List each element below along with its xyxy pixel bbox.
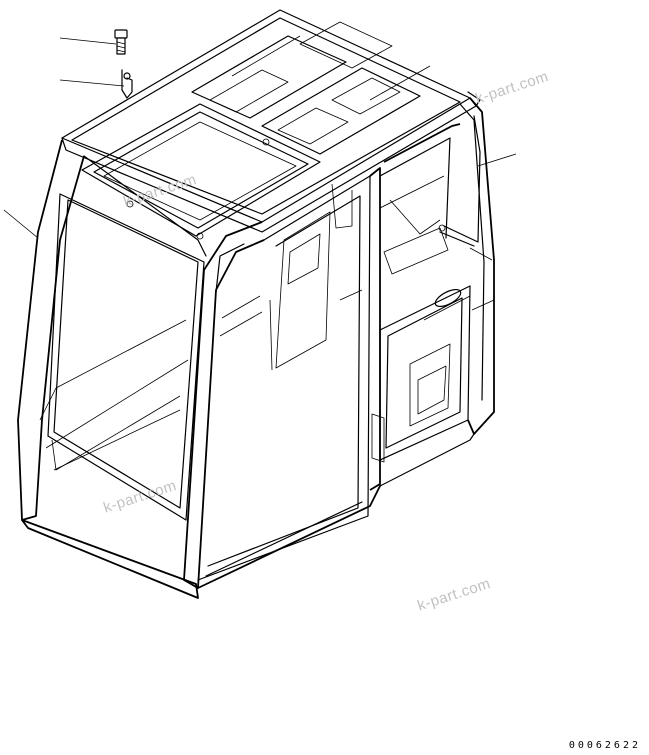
roof-frame	[61, 9, 477, 240]
right-pillar	[369, 123, 461, 491]
rear-corner	[379, 91, 495, 487]
floor-frame	[197, 413, 385, 589]
leader-lines	[3, 37, 517, 239]
drawing-number: 00062622	[568, 740, 641, 751]
right-door	[379, 285, 471, 461]
clip-part	[121, 69, 133, 99]
front-pillar	[183, 221, 265, 589]
rear-interior	[197, 175, 371, 581]
left-window-frame	[17, 139, 207, 599]
bolt-part	[114, 29, 128, 55]
